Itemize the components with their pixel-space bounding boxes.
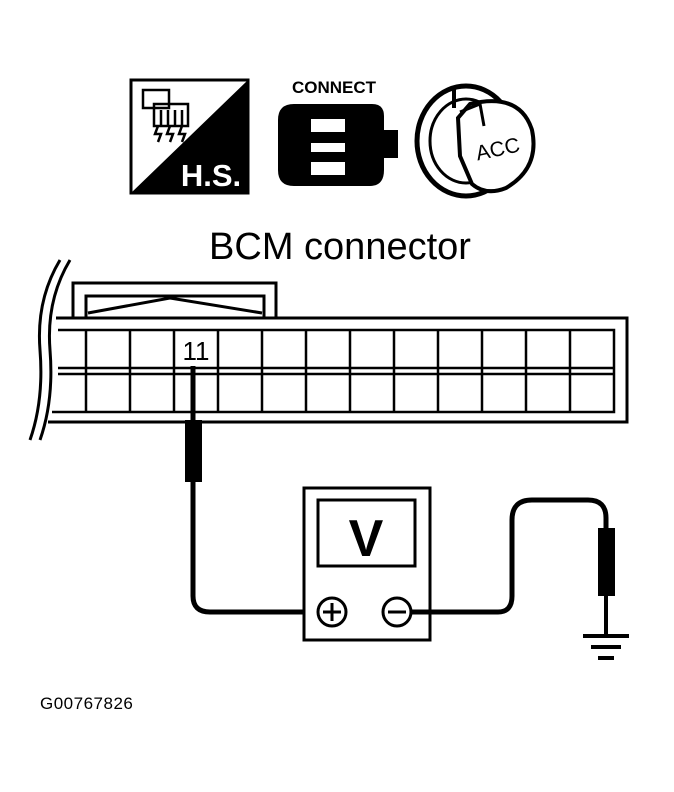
harness-side-icon: H.S. [129, 78, 250, 195]
pin-11-label: 11 [183, 336, 210, 366]
figure-id: G00767826 [40, 694, 134, 713]
negative-terminal [381, 596, 413, 628]
bcm-connector: 11 [28, 259, 629, 441]
voltmeter-display [316, 498, 417, 568]
positive-test-lead [185, 366, 310, 615]
voltmeter: V [302, 486, 432, 642]
ground-symbol [583, 634, 629, 660]
positive-terminal [316, 596, 348, 628]
harness-connector-icon [141, 88, 190, 143]
connect-icon: CONNECT [278, 78, 398, 186]
connector-lock-tab [71, 281, 278, 318]
positive-probe [185, 420, 202, 482]
connect-label: CONNECT [292, 78, 377, 97]
harness-side-badge: H.S. [181, 158, 241, 193]
voltmeter-label: V [349, 510, 384, 568]
negative-test-lead [411, 497, 615, 636]
connector-title: BCM connector [209, 226, 471, 268]
negative-probe [598, 528, 615, 596]
connector-cavities [58, 330, 614, 412]
ignition-key-icon: ACC [414, 83, 536, 199]
